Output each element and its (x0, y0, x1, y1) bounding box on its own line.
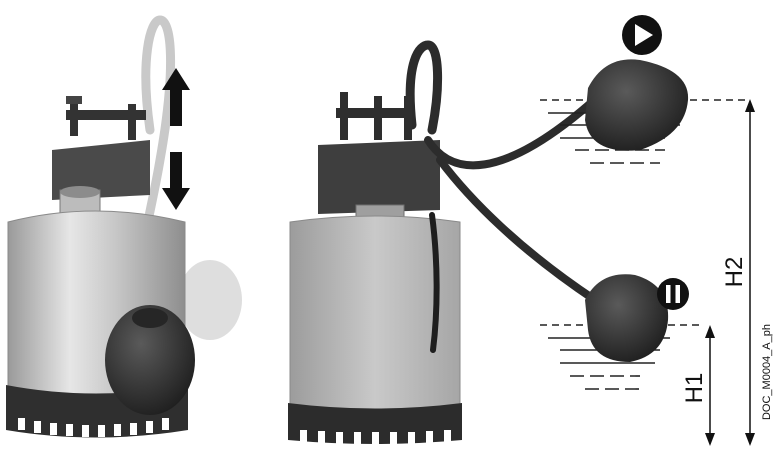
right-pump-cap (318, 140, 440, 214)
doc-code-label: DOC_M0004_A_ph (761, 324, 773, 420)
left-pump (6, 20, 242, 438)
pause-icon (657, 278, 689, 310)
right-pump-handle (336, 92, 412, 140)
left-pump-handle (66, 96, 146, 140)
right-pump-base-slots (300, 430, 451, 444)
left-pump-float-ghost (178, 260, 242, 340)
upper-float (585, 59, 688, 150)
lower-float (585, 274, 668, 362)
h1-label: H1 (681, 373, 708, 404)
lower-float-cable (440, 160, 595, 300)
play-icon (622, 15, 662, 55)
arrow-down-icon (162, 152, 190, 210)
right-pump-cable-loop (410, 45, 437, 130)
upper-float-cable (428, 95, 600, 165)
right-pump (288, 45, 600, 444)
h2-label: H2 (721, 257, 748, 288)
